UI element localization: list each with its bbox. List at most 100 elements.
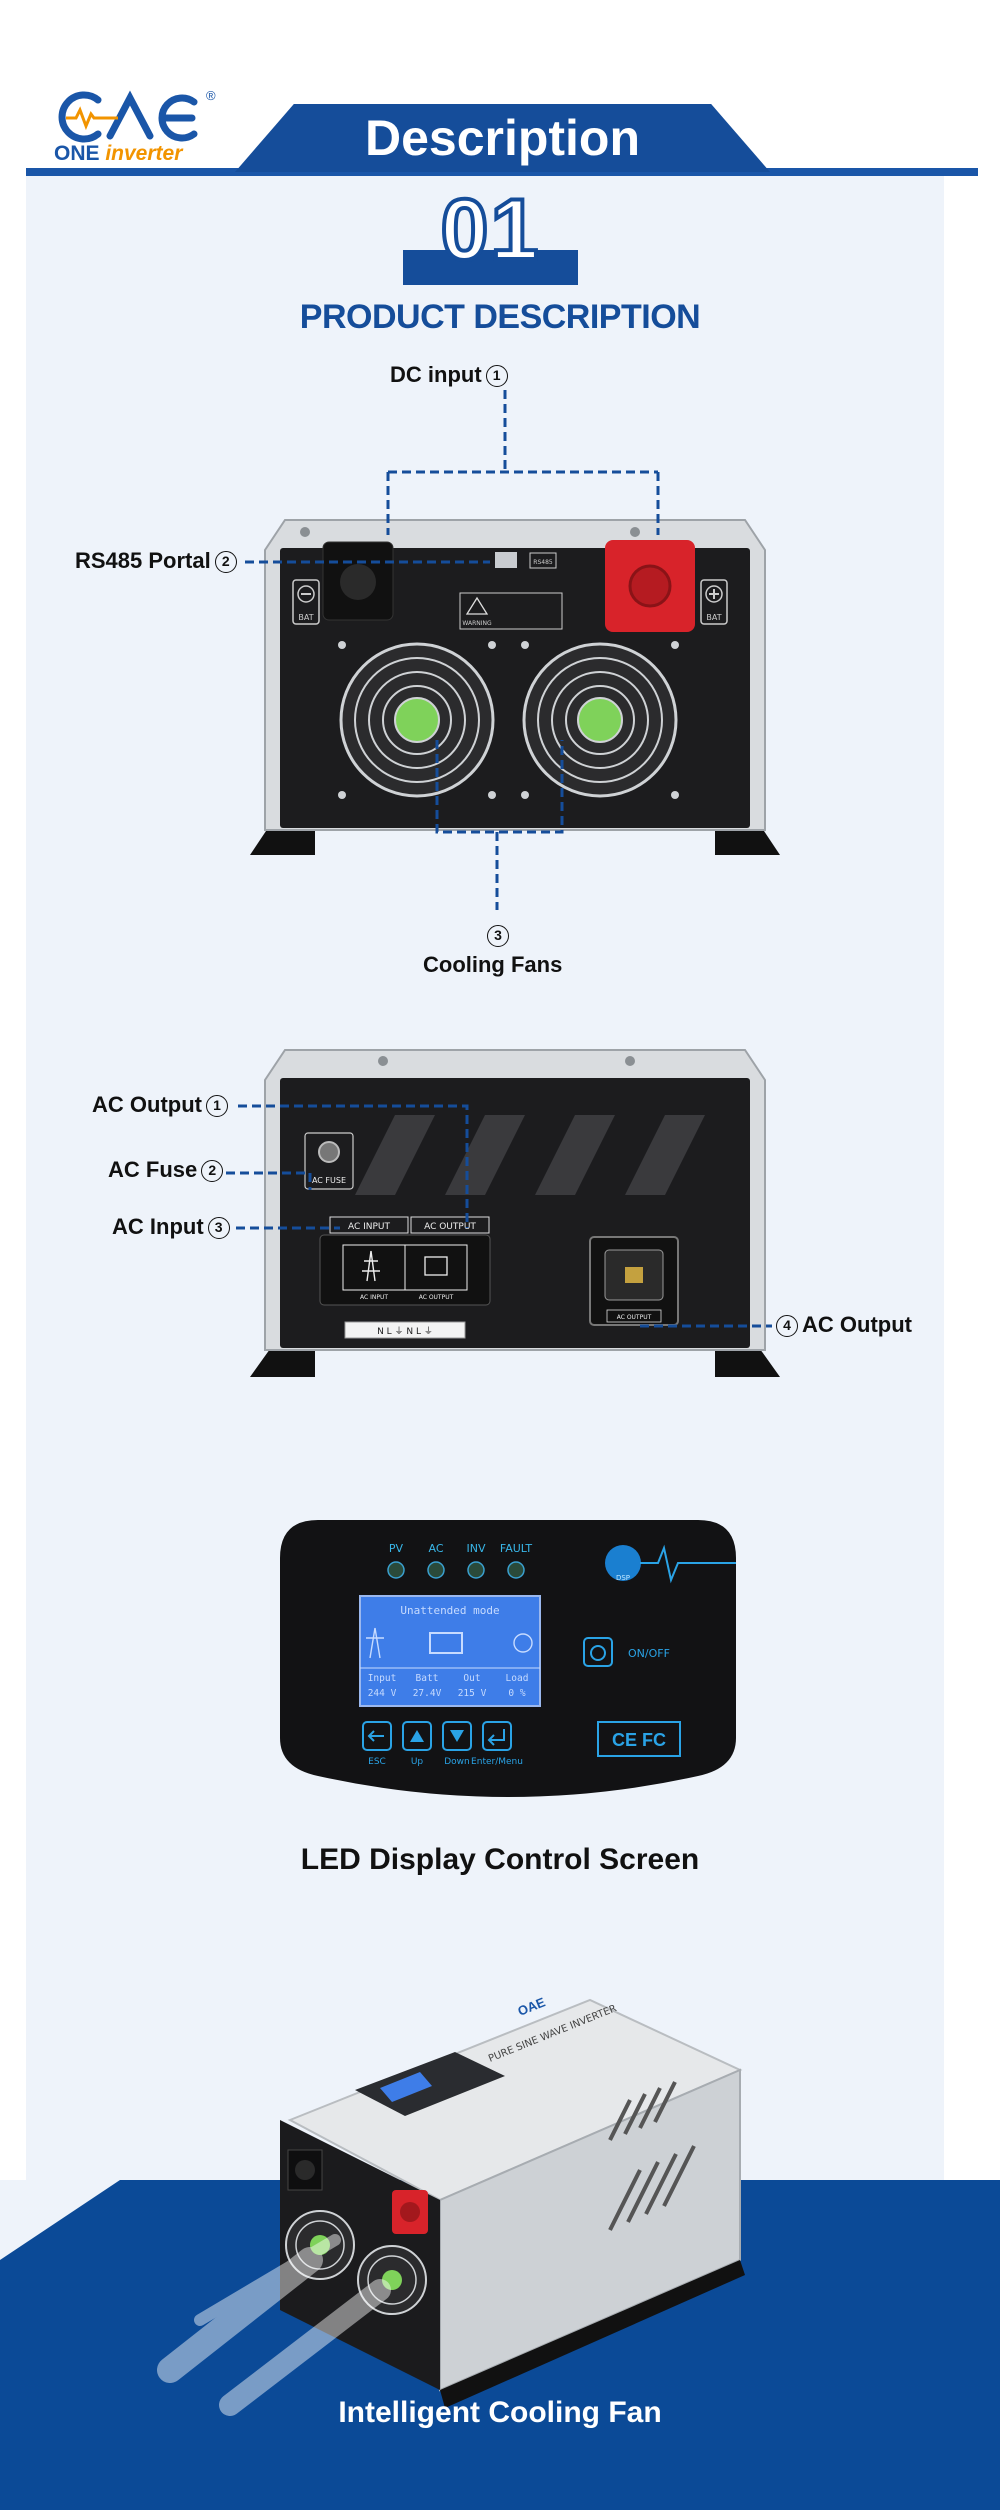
lcd-screen bbox=[359, 1595, 541, 1707]
label-cooling-fans: Cooling Fans bbox=[423, 952, 563, 977]
bulb-icon bbox=[513, 1633, 533, 1653]
svg-text:AC FUSE: AC FUSE bbox=[312, 1176, 346, 1185]
indicator-led-pv bbox=[387, 1561, 405, 1579]
section-number-bar bbox=[403, 250, 578, 285]
callout-number: 2 bbox=[214, 551, 237, 574]
up-arrow-icon bbox=[410, 1730, 424, 1742]
callout-number: 2 bbox=[201, 1160, 224, 1183]
airflow-effect bbox=[157, 2234, 391, 2416]
svg-text:ESC: ESC bbox=[368, 1757, 386, 1767]
rs485-port bbox=[495, 552, 517, 568]
svg-text:AC INPUT: AC INPUT bbox=[348, 1222, 391, 1232]
page-title: Description bbox=[364, 110, 641, 166]
svg-text:BAT: BAT bbox=[298, 613, 313, 622]
svg-text:Out: Out bbox=[463, 1673, 480, 1684]
mini-fan-left bbox=[285, 2210, 355, 2280]
power-button bbox=[583, 1637, 613, 1667]
rear-panel-dc-image: BAT BAT RS485 WARNING bbox=[250, 519, 780, 855]
indicator-label-pv: PV bbox=[389, 1542, 404, 1555]
svg-text:0 %: 0 % bbox=[508, 1688, 525, 1699]
enter-icon bbox=[487, 1729, 505, 1746]
indicator-label-ac: AC bbox=[428, 1542, 443, 1555]
logo-subtitle: ONE inverter bbox=[54, 142, 182, 166]
pulse-line-icon bbox=[640, 1544, 736, 1584]
indicator-led-ac bbox=[427, 1561, 445, 1579]
svg-text:Input: Input bbox=[368, 1673, 397, 1684]
indicator-label-inv: INV bbox=[467, 1542, 486, 1555]
header-title-tab bbox=[235, 104, 770, 172]
svg-text:Enter/Menu: Enter/Menu bbox=[471, 1757, 523, 1767]
svg-text:OAE: OAE bbox=[516, 1994, 548, 2019]
svg-text:Load: Load bbox=[506, 1673, 529, 1684]
svg-text:AC OUTPUT: AC OUTPUT bbox=[419, 1294, 454, 1301]
lcd-mode-text: Unattended mode bbox=[400, 1604, 499, 1617]
svg-text:AC OUTPUT: AC OUTPUT bbox=[617, 1314, 652, 1321]
lcd-screen-mini bbox=[380, 2072, 432, 2102]
logo-sub-inverter: inverter bbox=[105, 142, 183, 165]
indicator-led-inv bbox=[467, 1561, 485, 1579]
section-title: PRODUCT DESCRIPTION bbox=[299, 298, 701, 336]
bat-positive-badge bbox=[700, 579, 728, 625]
rear-panel-ac-image: AC FUSE AC INPUT AC OUTPUT AC INPUT AC O… bbox=[250, 1049, 780, 1377]
svg-text:Down: Down bbox=[444, 1757, 470, 1767]
svg-text:RS485: RS485 bbox=[533, 559, 553, 566]
svg-text:244 V: 244 V bbox=[368, 1688, 397, 1699]
section-number: 01 bbox=[439, 182, 541, 278]
caption-led-display: LED Display Control Screen bbox=[300, 1843, 700, 1876]
svg-text:WARNING: WARNING bbox=[462, 620, 492, 627]
svg-text:N L ⏚ N L ⏚: N L ⏚ N L ⏚ bbox=[377, 1326, 433, 1337]
indicator-led-fault bbox=[507, 1561, 525, 1579]
inverter-product-image: PURE SINE WAVE INVERTER OAE bbox=[157, 1994, 745, 2416]
svg-text:AC INPUT: AC INPUT bbox=[360, 1294, 388, 1301]
caption-cooling-fan: Intelligent Cooling Fan bbox=[338, 2396, 662, 2429]
mini-fan-right bbox=[357, 2245, 427, 2315]
logo-registered-mark: ® bbox=[206, 88, 216, 103]
esc-button bbox=[362, 1721, 392, 1751]
warning-label bbox=[459, 592, 563, 630]
control-screen-panel: PV AC INV FAULT DSP Unattended mode Inpu… bbox=[280, 1520, 736, 1797]
brand-logo: ® bbox=[58, 88, 216, 143]
svg-text:27.4V: 27.4V bbox=[413, 1688, 442, 1699]
svg-text:AC OUTPUT: AC OUTPUT bbox=[424, 1222, 476, 1232]
esc-return-icon bbox=[367, 1730, 384, 1742]
header-rule bbox=[26, 168, 978, 176]
svg-text:DSP: DSP bbox=[616, 1574, 630, 1582]
enter-menu-button bbox=[482, 1721, 512, 1751]
callout-number: 3 bbox=[207, 1217, 230, 1240]
dsp-chip-icon bbox=[605, 1545, 641, 1581]
callout-number-cooling: 3 bbox=[487, 922, 509, 948]
svg-text:ON/OFF: ON/OFF bbox=[628, 1647, 670, 1660]
power-icon bbox=[590, 1645, 606, 1661]
bat-negative-badge bbox=[292, 579, 320, 625]
battery-icon bbox=[429, 1632, 463, 1654]
certification-badge bbox=[597, 1721, 681, 1757]
svg-text:Up: Up bbox=[411, 1757, 424, 1767]
callout-number: 1 bbox=[485, 365, 508, 388]
callout-number: 4 bbox=[776, 1315, 798, 1338]
ac-fuse-holder bbox=[304, 1132, 354, 1190]
vent-grill bbox=[355, 1115, 705, 1195]
down-button bbox=[442, 1721, 472, 1751]
logo-pulse-icon bbox=[66, 106, 118, 131]
svg-text:Batt: Batt bbox=[416, 1673, 439, 1684]
callout-number: 1 bbox=[205, 1095, 228, 1118]
logo-letter-a bbox=[106, 90, 154, 140]
down-arrow-icon bbox=[450, 1730, 464, 1742]
indicator-label-fault: FAULT bbox=[500, 1542, 533, 1555]
logo-letter-o bbox=[58, 91, 102, 143]
base-plate bbox=[440, 2260, 745, 2408]
svg-text:CE FC: CE FC bbox=[612, 1730, 666, 1750]
logo-sub-one: ONE bbox=[54, 142, 106, 165]
svg-text:BAT: BAT bbox=[706, 613, 721, 622]
cooling-fan-right bbox=[520, 640, 680, 800]
cooling-fan-left bbox=[337, 640, 497, 800]
grid-tower-icon bbox=[366, 1627, 384, 1659]
